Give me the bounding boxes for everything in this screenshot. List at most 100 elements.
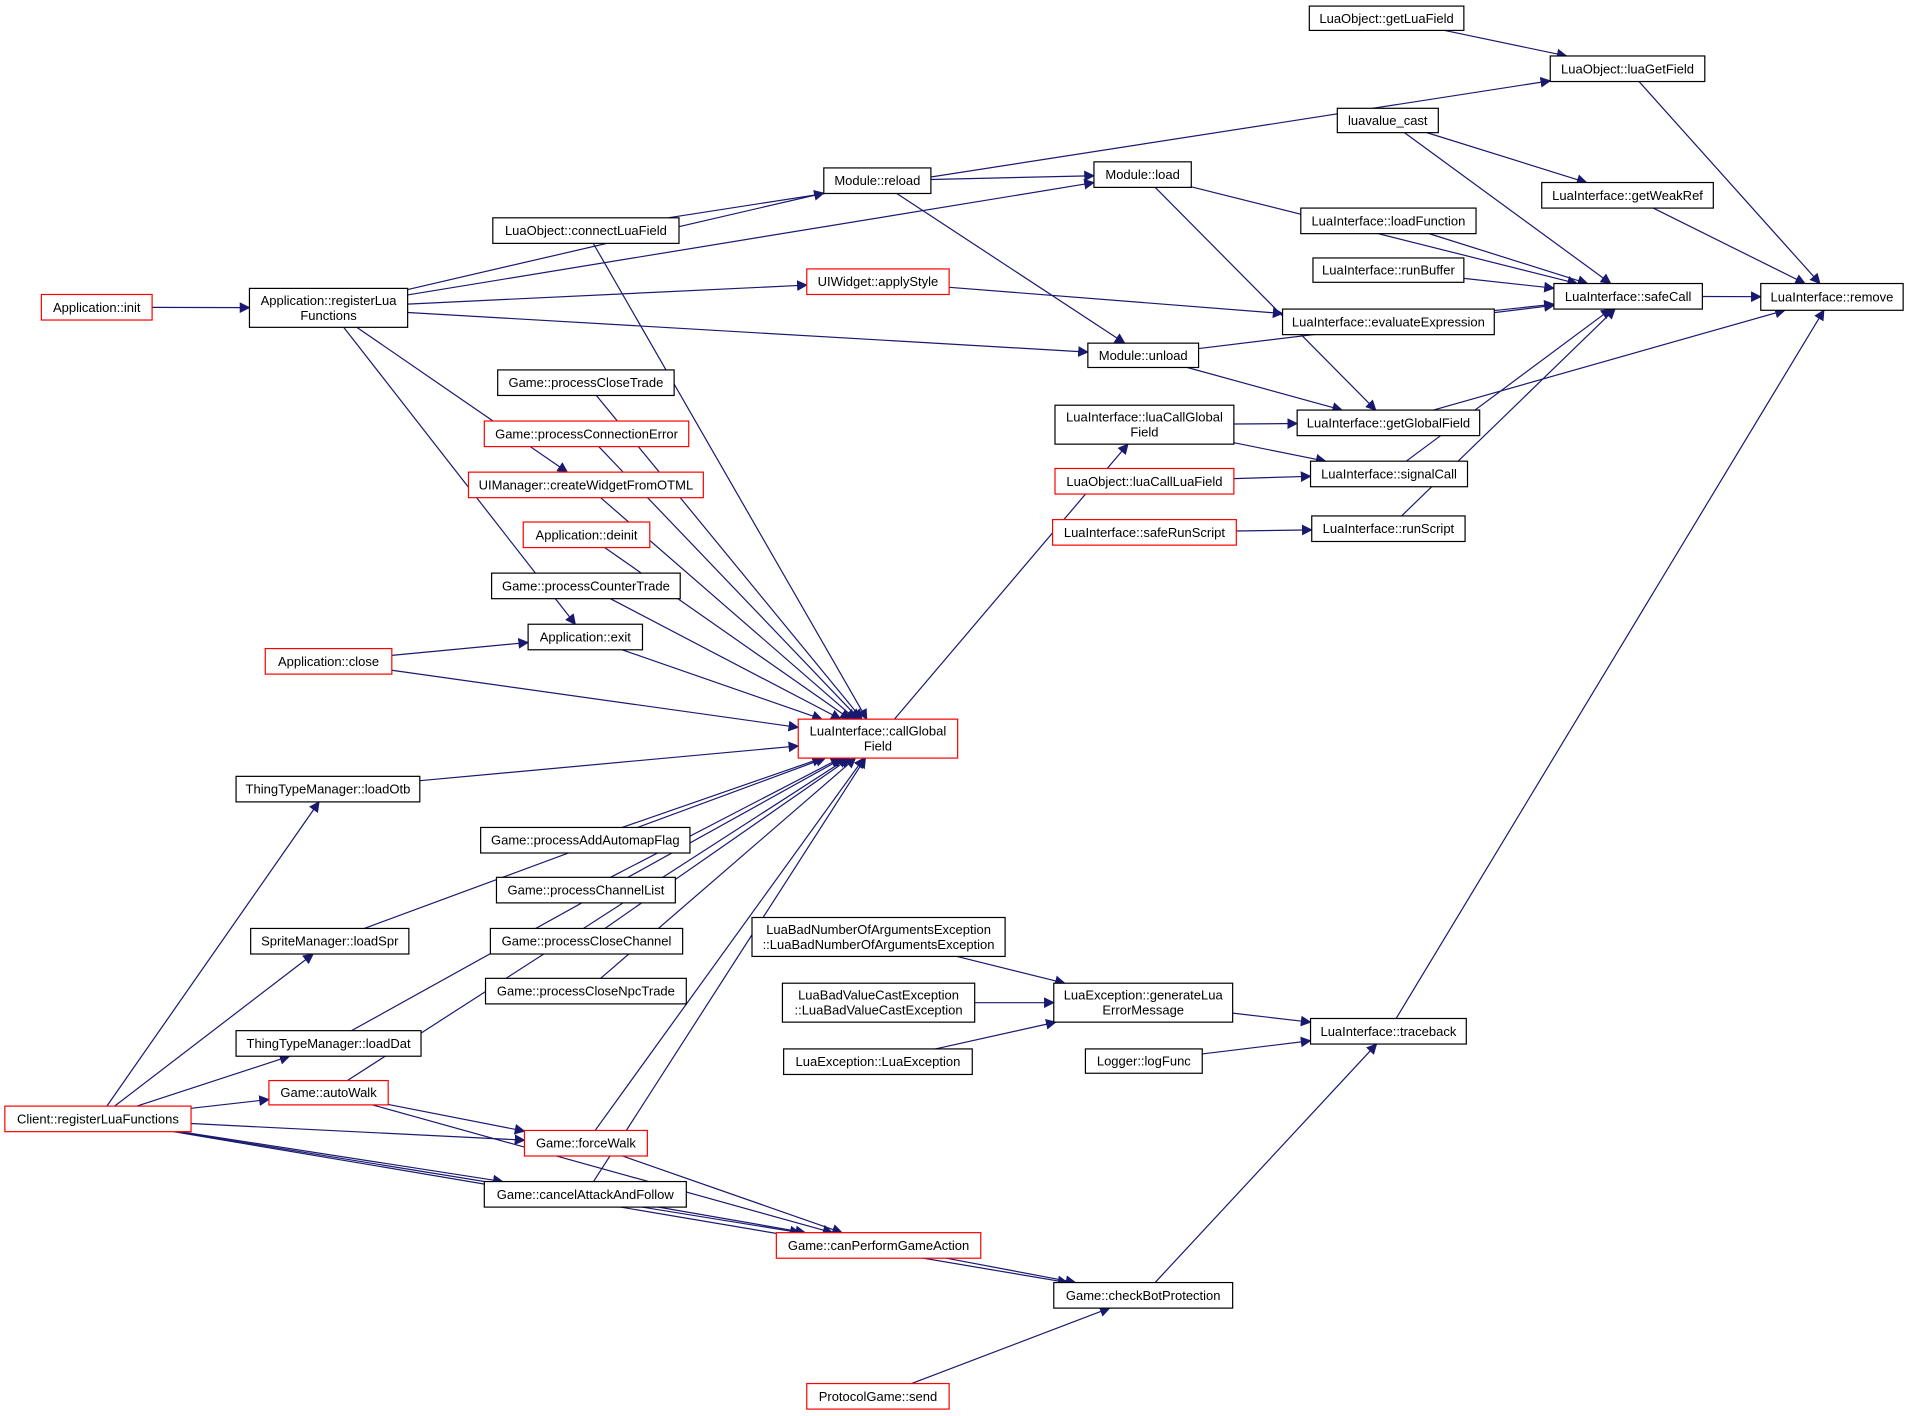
node-getWeakRef[interactable]: LuaInterface::getWeakRef [1541,181,1714,209]
node-protocolSend[interactable]: ProtocolGame::send [806,1382,950,1410]
node-box-autoWalk [268,1079,389,1106]
node-box-checkBot [1053,1281,1234,1309]
node-box-luaGetField [1549,55,1706,83]
node-loadOtb[interactable]: ThingTypeManager::loadOtb [235,775,421,803]
node-getGlobalField[interactable]: LuaInterface::getGlobalField [1296,409,1481,437]
node-label-evalExpr: LuaInterface::evaluateExpression [1292,314,1485,329]
node-logFunc[interactable]: Logger::logFunc [1084,1048,1203,1074]
node-label-processCounterTrade: Game::processCounterTrade [502,578,670,593]
node-signalCall[interactable]: LuaInterface::signalCall [1309,460,1469,488]
node-processConnError[interactable]: Game::processConnectionError [483,420,690,448]
node-processCloseChannel[interactable]: Game::processCloseChannel [489,927,684,955]
node-getLuaField[interactable]: LuaObject::getLuaField [1308,5,1465,32]
node-moduleUnload[interactable]: Module::unload [1087,342,1200,369]
edge-appRegister-to-createWidget [356,326,569,473]
node-applyStyle[interactable]: UIWidget::applyStyle [806,268,950,296]
node-clientRegister[interactable]: Client::registerLuaFunctions [4,1105,192,1133]
edge-luavalue_cast-to-getWeakRef [1426,132,1588,185]
node-box-processCloseChannel [489,927,684,955]
node-box-safeRunScript [1051,518,1237,546]
node-processAddAutomap[interactable]: Game::processAddAutomapFlag [480,826,691,854]
node-checkBot[interactable]: Game::checkBotProtection [1053,1281,1234,1309]
node-loadSpr[interactable]: SpriteManager::loadSpr [250,927,410,955]
node-box-connectLuaField [492,217,680,244]
node-traceback[interactable]: LuaInterface::traceback [1309,1017,1467,1045]
node-label-protocolSend: ProtocolGame::send [819,1389,938,1404]
node-box-moduleReload [823,167,932,195]
node-label-safeCall: LuaInterface::safeCall [1565,289,1692,304]
node-label-getGlobalField: LuaInterface::getGlobalField [1307,415,1470,430]
node-label-badArgs: ::LuaBadNumberOfArgumentsException [763,937,995,952]
node-connectLuaField[interactable]: LuaObject::connectLuaField [492,217,680,244]
node-moduleReload[interactable]: Module::reload [823,167,932,195]
node-safeRunScript[interactable]: LuaInterface::safeRunScript [1051,518,1237,546]
node-label-processChannelList: Game::processChannelList [508,883,665,898]
edge-processChannelList-to-callGlobalField [610,757,842,878]
node-label-cancelAttack: Game::cancelAttackAndFollow [497,1187,675,1202]
node-remove[interactable]: LuaInterface::remove [1760,282,1904,311]
node-runScript[interactable]: LuaInterface::runScript [1311,515,1466,543]
node-cancelAttack[interactable]: Game::cancelAttackAndFollow [483,1180,687,1208]
node-appExit[interactable]: Application::exit [527,623,644,651]
node-box-protocolSend [806,1382,950,1410]
node-box-appExit [527,623,644,651]
node-processChannelList[interactable]: Game::processChannelList [495,876,676,904]
edge-luavalue_cast-to-safeCall [1404,132,1612,285]
node-loadFunction[interactable]: LuaInterface::loadFunction [1300,207,1477,235]
edge-moduleUnload-to-getGlobalField [1187,366,1344,413]
node-evalExpr[interactable]: LuaInterface::evaluateExpression [1281,308,1495,336]
node-badArgs[interactable]: LuaBadNumberOfArgumentsException::LuaBad… [751,916,1006,958]
node-label-luavalue_cast: luavalue_cast [1348,113,1428,128]
node-forceWalk[interactable]: Game::forceWalk [523,1129,648,1157]
node-box-getGlobalField [1296,409,1481,437]
node-label-callGlobalField: Field [864,739,892,754]
node-runBuffer[interactable]: LuaInterface::runBuffer [1312,257,1465,283]
node-luaException[interactable]: LuaException::LuaException [783,1048,973,1076]
node-luaGetField[interactable]: LuaObject::luaGetField [1549,55,1706,83]
node-box-badValueCast [781,982,976,1023]
node-processCounterTrade[interactable]: Game::processCounterTrade [491,572,681,600]
node-createWidget[interactable]: UIManager::createWidgetFromOTML [467,471,704,499]
node-appDeinit[interactable]: Application::deinit [522,521,651,549]
node-loadDat[interactable]: ThingTypeManager::loadDat [235,1030,422,1057]
edge-moduleLoad-to-getGlobalField [1154,186,1377,411]
node-label-forceWalk: Game::forceWalk [536,1136,636,1151]
node-label-luaCallLuaField: LuaObject::luaCallLuaField [1066,474,1222,489]
node-label-luaCallGlobal: Field [1130,425,1158,440]
node-box-getLuaField [1308,5,1465,32]
node-appClose[interactable]: Application::close [264,647,393,675]
node-luaCallLuaField[interactable]: LuaObject::luaCallLuaField [1054,467,1235,495]
node-badValueCast[interactable]: LuaBadValueCastException::LuaBadValueCas… [781,982,976,1023]
edge-safeRunScript-to-runScript [1236,524,1313,536]
edge-connectLuaField-to-callGlobalField [592,243,868,721]
node-box-processAddAutomap [480,826,691,854]
edge-appRegister-to-moduleLoad [407,178,1096,296]
node-moduleLoad[interactable]: Module::load [1093,161,1192,188]
node-luavalue_cast[interactable]: luavalue_cast [1336,107,1439,134]
node-box-processChannelList [495,876,676,904]
node-label-luaGetField: LuaObject::luaGetField [1561,61,1694,76]
node-appRegister[interactable]: Application::registerLuaFunctions [248,287,409,328]
edge-processAddAutomap-to-callGlobalField [621,756,823,829]
nodes-layer: LuaInterface::remove LuaObject::getLuaFie… [4,5,1904,1410]
node-label-runBuffer: LuaInterface::runBuffer [1322,263,1455,278]
node-processCloseNpcTrade[interactable]: Game::processCloseNpcTrade [484,977,687,1005]
node-safeCall[interactable]: LuaInterface::safeCall [1553,282,1703,310]
node-box-processCloseTrade [497,369,675,397]
node-label-signalCall: LuaInterface::signalCall [1321,466,1457,481]
edge-clientRegister-to-loadDat [136,1054,291,1107]
node-box-runScript [1311,515,1466,543]
node-processCloseTrade[interactable]: Game::processCloseTrade [497,369,675,397]
node-label-moduleLoad: Module::load [1105,167,1179,182]
node-box-genErrorMsg [1053,982,1234,1023]
node-canPerform[interactable]: Game::canPerformGameAction [775,1232,982,1259]
node-label-connectLuaField: LuaObject::connectLuaField [505,223,667,238]
node-appInit[interactable]: Application::init [40,293,153,321]
edge-luaCallGlobal-to-signalCall [1233,442,1327,465]
edge-forceWalk-to-canPerform [622,1155,843,1235]
node-label-logFunc: Logger::logFunc [1097,1054,1191,1069]
node-autoWalk[interactable]: Game::autoWalk [268,1079,389,1106]
